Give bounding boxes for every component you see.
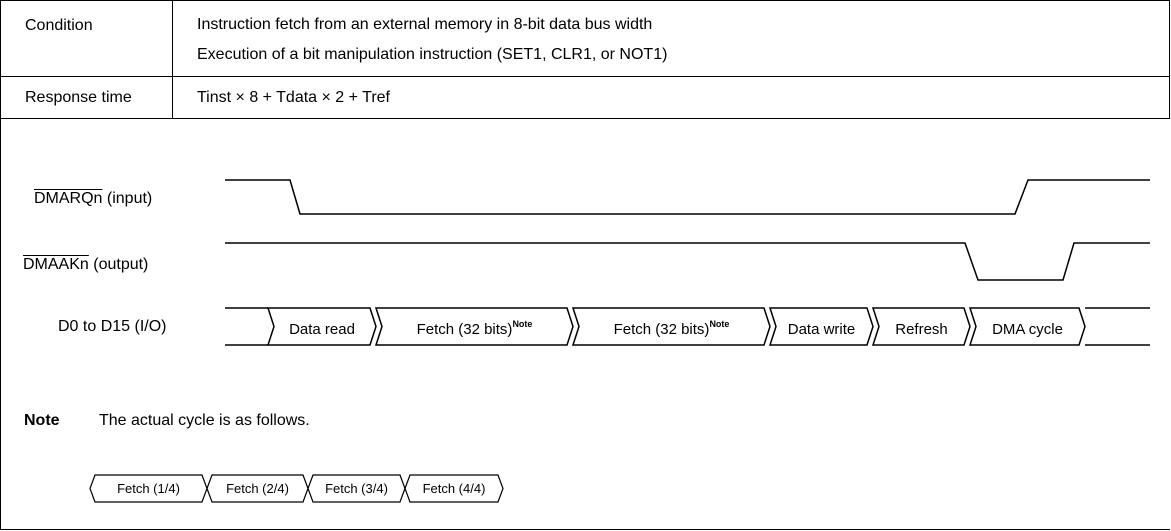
note-cycle-cell [89, 474, 208, 503]
dmarq-name: DMARQn [34, 190, 103, 207]
bus-cycle-label: Fetch (32 bits)Note [614, 319, 730, 338]
condition-label: Condition [0, 0, 173, 77]
dmaak-name: DMAAKn [23, 256, 89, 273]
note-label: Note [24, 412, 60, 429]
dmaak-direction: (output) [88, 256, 149, 273]
note-cycle-cell [206, 474, 309, 503]
bus-cycle-label: Refresh [895, 321, 948, 338]
dmarq-waveform [225, 179, 1150, 215]
bus-cycle-cell [768, 307, 874, 346]
dmarq-label: DMARQn (input) [34, 190, 152, 208]
bus-cycle-cell [968, 307, 1086, 346]
condition-row: Condition Instruction fetch from an exte… [0, 0, 1170, 77]
bus-cycle-cell [266, 307, 377, 346]
bus-cycle-label: Data write [788, 321, 856, 338]
spec-table: Condition Instruction fetch from an exte… [0, 0, 1170, 119]
note-cycle-label: Fetch (1/4) [117, 481, 180, 496]
bus-cycle-cell [571, 307, 771, 346]
bus-cycle-label: Data read [289, 321, 355, 338]
response-row: Response time Tinst × 8 + Tdata × 2 + Tr… [0, 76, 1170, 119]
condition-line-1: Instruction fetch from an external memor… [197, 16, 653, 33]
response-label: Response time [0, 76, 173, 119]
condition-line-2: Execution of a bit manipulation instruct… [197, 46, 668, 63]
timing-diagram: Data read Fetch (32 bits)Note Fetch (32 bi… [89, 179, 1150, 503]
bus-cycle-cell [871, 307, 971, 346]
note-cycle-cell [307, 474, 406, 503]
note-cycle-label: Fetch (4/4) [423, 481, 486, 496]
response-value: Tinst × 8 + Tdata × 2 + Tref [172, 76, 1170, 119]
data-bus-label: D0 to D15 (I/O) [58, 318, 167, 335]
dmaak-label: DMAAKn (output) [23, 256, 148, 274]
note-cycle-label: Fetch (2/4) [226, 481, 289, 496]
note-text: The actual cycle is as follows. [99, 412, 310, 429]
note-cycle-label: Fetch (3/4) [325, 481, 388, 496]
data-bus-waveform [225, 307, 1150, 346]
note-cycle-cell [404, 474, 504, 503]
bus-cycle-label: DMA cycle [992, 321, 1063, 338]
dmaak-waveform [225, 242, 1150, 281]
bus-cycle-cell [374, 307, 574, 346]
bus-cycle-label: Fetch (32 bits)Note [417, 319, 533, 338]
dmarq-direction: (input) [102, 190, 153, 207]
condition-value: Instruction fetch from an external memor… [172, 0, 1170, 77]
